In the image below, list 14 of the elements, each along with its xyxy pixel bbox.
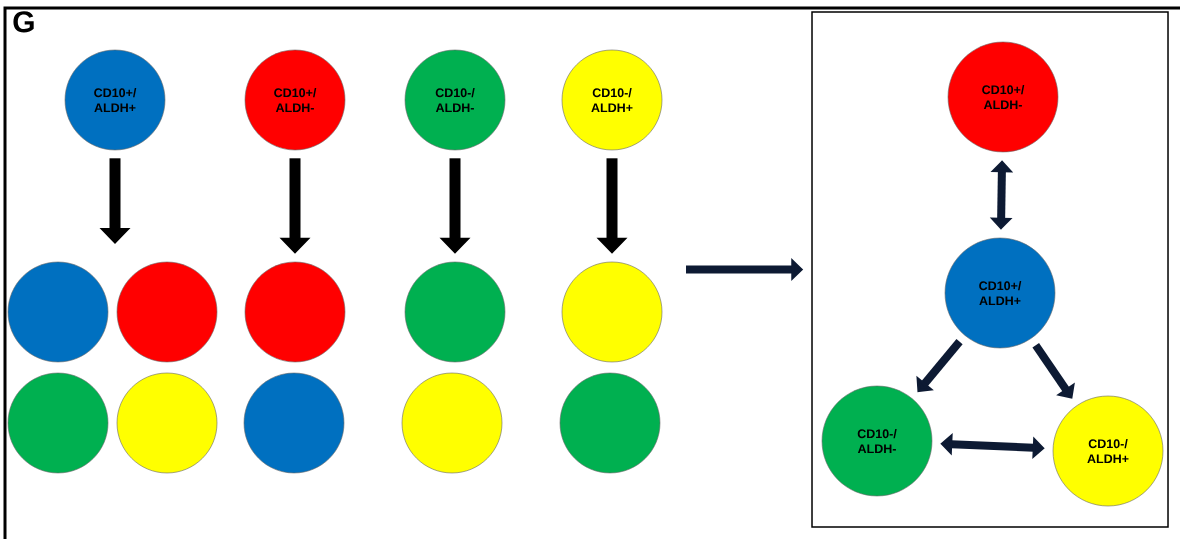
cell-circle — [244, 261, 346, 363]
cell-circle — [243, 372, 345, 474]
cell-circle — [7, 261, 109, 363]
cell-circle — [116, 261, 218, 363]
arrow — [1032, 343, 1075, 399]
cell-circle — [116, 372, 218, 474]
cell-circle — [404, 261, 506, 363]
cell-circle — [559, 372, 661, 474]
cell-circle — [7, 372, 109, 474]
cell-circle — [401, 372, 503, 474]
frame-box — [811, 11, 1169, 528]
arrow — [916, 339, 963, 393]
panel-letter: G — [13, 11, 34, 33]
cell-circle — [561, 261, 663, 363]
